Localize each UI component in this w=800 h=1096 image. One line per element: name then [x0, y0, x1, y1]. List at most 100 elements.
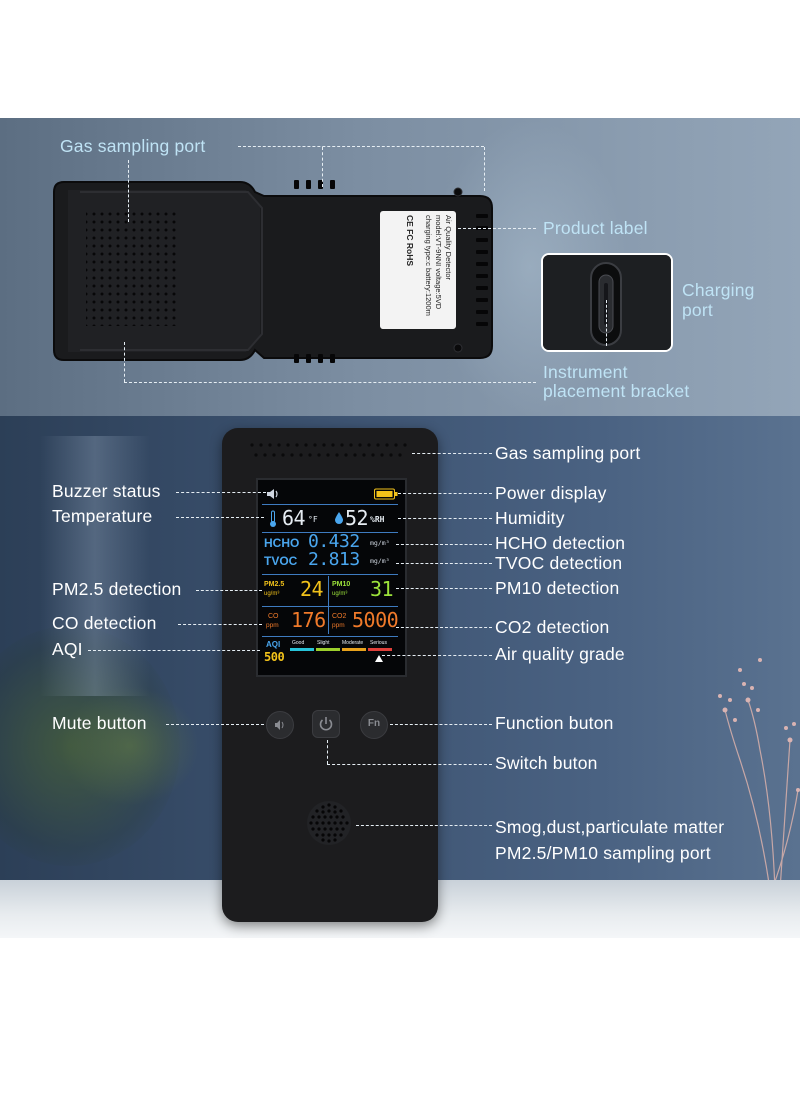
co2-value: 5000	[352, 608, 399, 632]
lcd-screen: 64 °F 52 %RH HCHO 0.432 mg/m³ TVOC 2.813…	[256, 478, 407, 677]
divider	[262, 532, 398, 533]
label-power-display: Power display	[495, 483, 607, 503]
sticker-line: CE FC RoHS	[405, 215, 415, 266]
pm-sampling-grill	[307, 801, 351, 845]
leader-line	[238, 146, 484, 147]
pm10-value: 31	[370, 577, 394, 601]
battery-icon	[374, 488, 398, 500]
label-pm25-detection: PM2.5 detection	[52, 579, 182, 599]
leader-line	[396, 544, 492, 545]
label-gas-sampling-port-top: Gas sampling port	[60, 136, 206, 156]
pm10-unit: ug/m³	[332, 591, 348, 597]
label-line: PM2.5/PM10 sampling port	[495, 843, 711, 863]
divider	[262, 636, 398, 637]
sticker-text: Air Quality Detector model:VT-9NNI volta…	[380, 211, 456, 329]
hcho-label: HCHO	[264, 536, 300, 550]
aqi-label: AQI	[266, 640, 281, 649]
blurred-leaf	[60, 686, 200, 806]
tvoc-value: 2.813	[308, 549, 360, 570]
grade-bar-slight	[316, 648, 340, 651]
device-back-view	[53, 180, 493, 363]
co2-unit: ppm	[332, 622, 345, 629]
leader-line	[396, 627, 492, 628]
power-icon	[319, 717, 333, 731]
leader-line	[322, 147, 323, 187]
grade-bar-good	[290, 648, 314, 651]
grade-bar-moderate	[342, 648, 366, 651]
tvoc-unit: mg/m³	[370, 557, 390, 565]
grade-indicator-icon	[375, 655, 383, 662]
label-charging-port: Charging port	[682, 280, 755, 320]
label-line: Charging	[682, 280, 755, 300]
leader-line	[166, 724, 264, 725]
leader-line	[128, 160, 129, 222]
gas-sampling-vent	[250, 443, 407, 457]
label-pm10-detection: PM10 detection	[495, 578, 620, 598]
leader-line	[396, 563, 492, 564]
leader-line	[196, 590, 262, 591]
sticker-line: model:VT-9NNI voltage:5VD	[434, 215, 443, 310]
label-instrument-bracket: Instrument placement bracket	[543, 363, 689, 401]
pm25-label: PM2.5	[264, 581, 285, 588]
divider	[328, 576, 329, 634]
label-aqi: AQI	[52, 639, 83, 659]
function-button[interactable]: Fn	[360, 711, 388, 739]
leader-line	[606, 300, 607, 346]
label-line: Smog,dust,particulate matter	[495, 817, 725, 837]
label-function-button: Function buton	[495, 713, 614, 733]
charging-port-closeup	[541, 253, 673, 352]
label-co-detection: CO detection	[52, 613, 157, 633]
humidity-unit: %RH	[370, 515, 385, 524]
co-label: CO	[268, 613, 279, 620]
sticker-line: Air Quality Detector	[444, 215, 453, 281]
humidity-value: 52	[345, 506, 369, 530]
power-switch-button[interactable]	[312, 710, 340, 738]
label-humidity: Humidity	[495, 508, 565, 528]
label-switch-button: Switch buton	[495, 753, 598, 773]
pm25-value: 24	[300, 577, 324, 601]
usb-c-port-icon	[543, 255, 671, 350]
grade-slight: Slight	[317, 640, 330, 646]
buzzer-speaker-icon	[267, 489, 278, 499]
leader-line	[484, 147, 485, 191]
leader-line	[178, 624, 262, 625]
water-drop-icon	[335, 512, 343, 524]
leader-line	[327, 740, 328, 764]
mute-button[interactable]	[266, 711, 294, 739]
leader-line	[176, 492, 266, 493]
leader-line	[327, 764, 492, 765]
leader-line	[398, 493, 492, 494]
dried-flowers	[718, 658, 800, 890]
leader-line	[412, 453, 492, 454]
leader-line	[176, 517, 264, 518]
thermometer-icon	[270, 510, 276, 527]
hcho-unit: mg/m³	[370, 539, 390, 547]
label-buzzer-status: Buzzer status	[52, 481, 161, 501]
divider	[262, 574, 398, 575]
leader-line	[124, 382, 536, 383]
grade-bar-serious	[368, 648, 392, 651]
tvoc-label: TVOC	[264, 554, 298, 568]
label-smog-port: Smog,dust,particulate matter PM2.5/PM10 …	[495, 814, 724, 866]
pm10-label: PM10	[332, 581, 351, 588]
mute-icon	[275, 720, 284, 730]
co-value: 176	[291, 608, 326, 632]
aqi-value: 500	[264, 650, 285, 664]
label-co2-detection: CO2 detection	[495, 617, 610, 637]
divider	[262, 606, 398, 607]
label-hcho-detection: HCHO detection	[495, 533, 626, 553]
function-button-label: Fn	[367, 718, 381, 729]
label-tvoc-detection: TVOC detection	[495, 553, 623, 573]
temperature-unit: °F	[308, 515, 318, 524]
leader-line	[398, 518, 492, 519]
label-line: placement bracket	[543, 381, 690, 401]
sticker-line: charging type:c battery:1200m	[424, 215, 433, 316]
leader-line	[124, 342, 125, 382]
co2-label: CO2	[332, 613, 347, 620]
label-line: port	[682, 300, 713, 320]
leader-line	[356, 825, 492, 826]
leader-line	[382, 655, 492, 656]
label-line: Instrument	[543, 362, 628, 382]
co-unit: ppm	[266, 622, 279, 629]
hcho-value: 0.432	[308, 531, 360, 552]
